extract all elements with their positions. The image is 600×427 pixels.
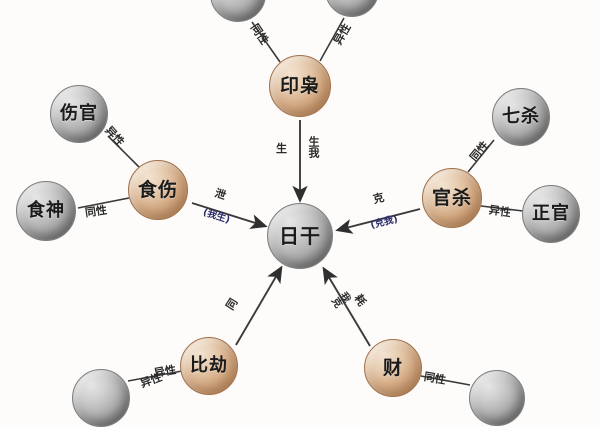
edge-shangguan-shishang bbox=[107, 135, 140, 168]
node-guansha[interactable]: 官杀 bbox=[422, 168, 482, 228]
node-zhengguan[interactable]: 正官 bbox=[522, 185, 580, 243]
node-shishang-label: 食伤 bbox=[137, 178, 178, 201]
node-cai-label: 财 bbox=[382, 356, 403, 379]
edge-cai-to-center bbox=[322, 266, 371, 347]
edge-label-zhengguan-branch: 异性 bbox=[488, 203, 512, 220]
node-shishang[interactable]: 食伤 bbox=[128, 160, 188, 220]
edge-guansha-to-center bbox=[335, 208, 421, 234]
node-zhengguan-label: 正官 bbox=[532, 203, 570, 224]
node-cai[interactable]: 财 bbox=[364, 339, 422, 397]
node-shishen-label: 食神 bbox=[27, 200, 65, 221]
edge-topleft-yinxiao bbox=[251, 21, 281, 63]
node-shishen[interactable]: 食神 bbox=[16, 181, 76, 241]
edge-bijie-to-center bbox=[235, 265, 283, 346]
edge-shishen-shishang bbox=[77, 197, 130, 209]
node-yinxiao-label: 印枭 bbox=[279, 74, 320, 97]
node-qisha[interactable]: 七杀 bbox=[492, 88, 550, 146]
node-shangguan[interactable]: 伤官 bbox=[50, 85, 108, 143]
edge-topright-yinxiao bbox=[319, 17, 345, 62]
edge-label-top-main-sub: 生我 bbox=[307, 136, 320, 158]
node-center-rigan[interactable]: 日干 bbox=[267, 203, 333, 269]
node-qisha-label: 七杀 bbox=[502, 106, 540, 127]
node-guansha-label: 官杀 bbox=[431, 186, 472, 209]
edge-label-top-main: 生 bbox=[276, 142, 287, 155]
node-yinxiao[interactable]: 印枭 bbox=[269, 55, 331, 117]
node-bijie[interactable]: 比劫 bbox=[180, 337, 238, 395]
node-partial-bottom-left[interactable] bbox=[72, 369, 130, 427]
edge-botright-cai bbox=[420, 375, 471, 386]
edge-qisha-guansha bbox=[467, 139, 495, 173]
node-partial-bottom-right[interactable] bbox=[469, 370, 525, 426]
node-center-label: 日干 bbox=[279, 224, 321, 248]
edge-botleft-bijie bbox=[127, 370, 183, 382]
node-bijie-label: 比劫 bbox=[190, 355, 228, 376]
edge-layer bbox=[77, 17, 524, 386]
edge-zhengguan-guansha bbox=[480, 205, 524, 212]
node-shangguan-label: 伤官 bbox=[60, 103, 98, 124]
edge-shishang-to-center bbox=[191, 202, 268, 229]
diagram-canvas: 日干 印枭 食伤 官杀 比劫 财 伤官 食神 七杀 正官 生 生我 bbox=[16, 0, 580, 427]
edge-label-shishen-branch: 同性 bbox=[84, 203, 108, 220]
